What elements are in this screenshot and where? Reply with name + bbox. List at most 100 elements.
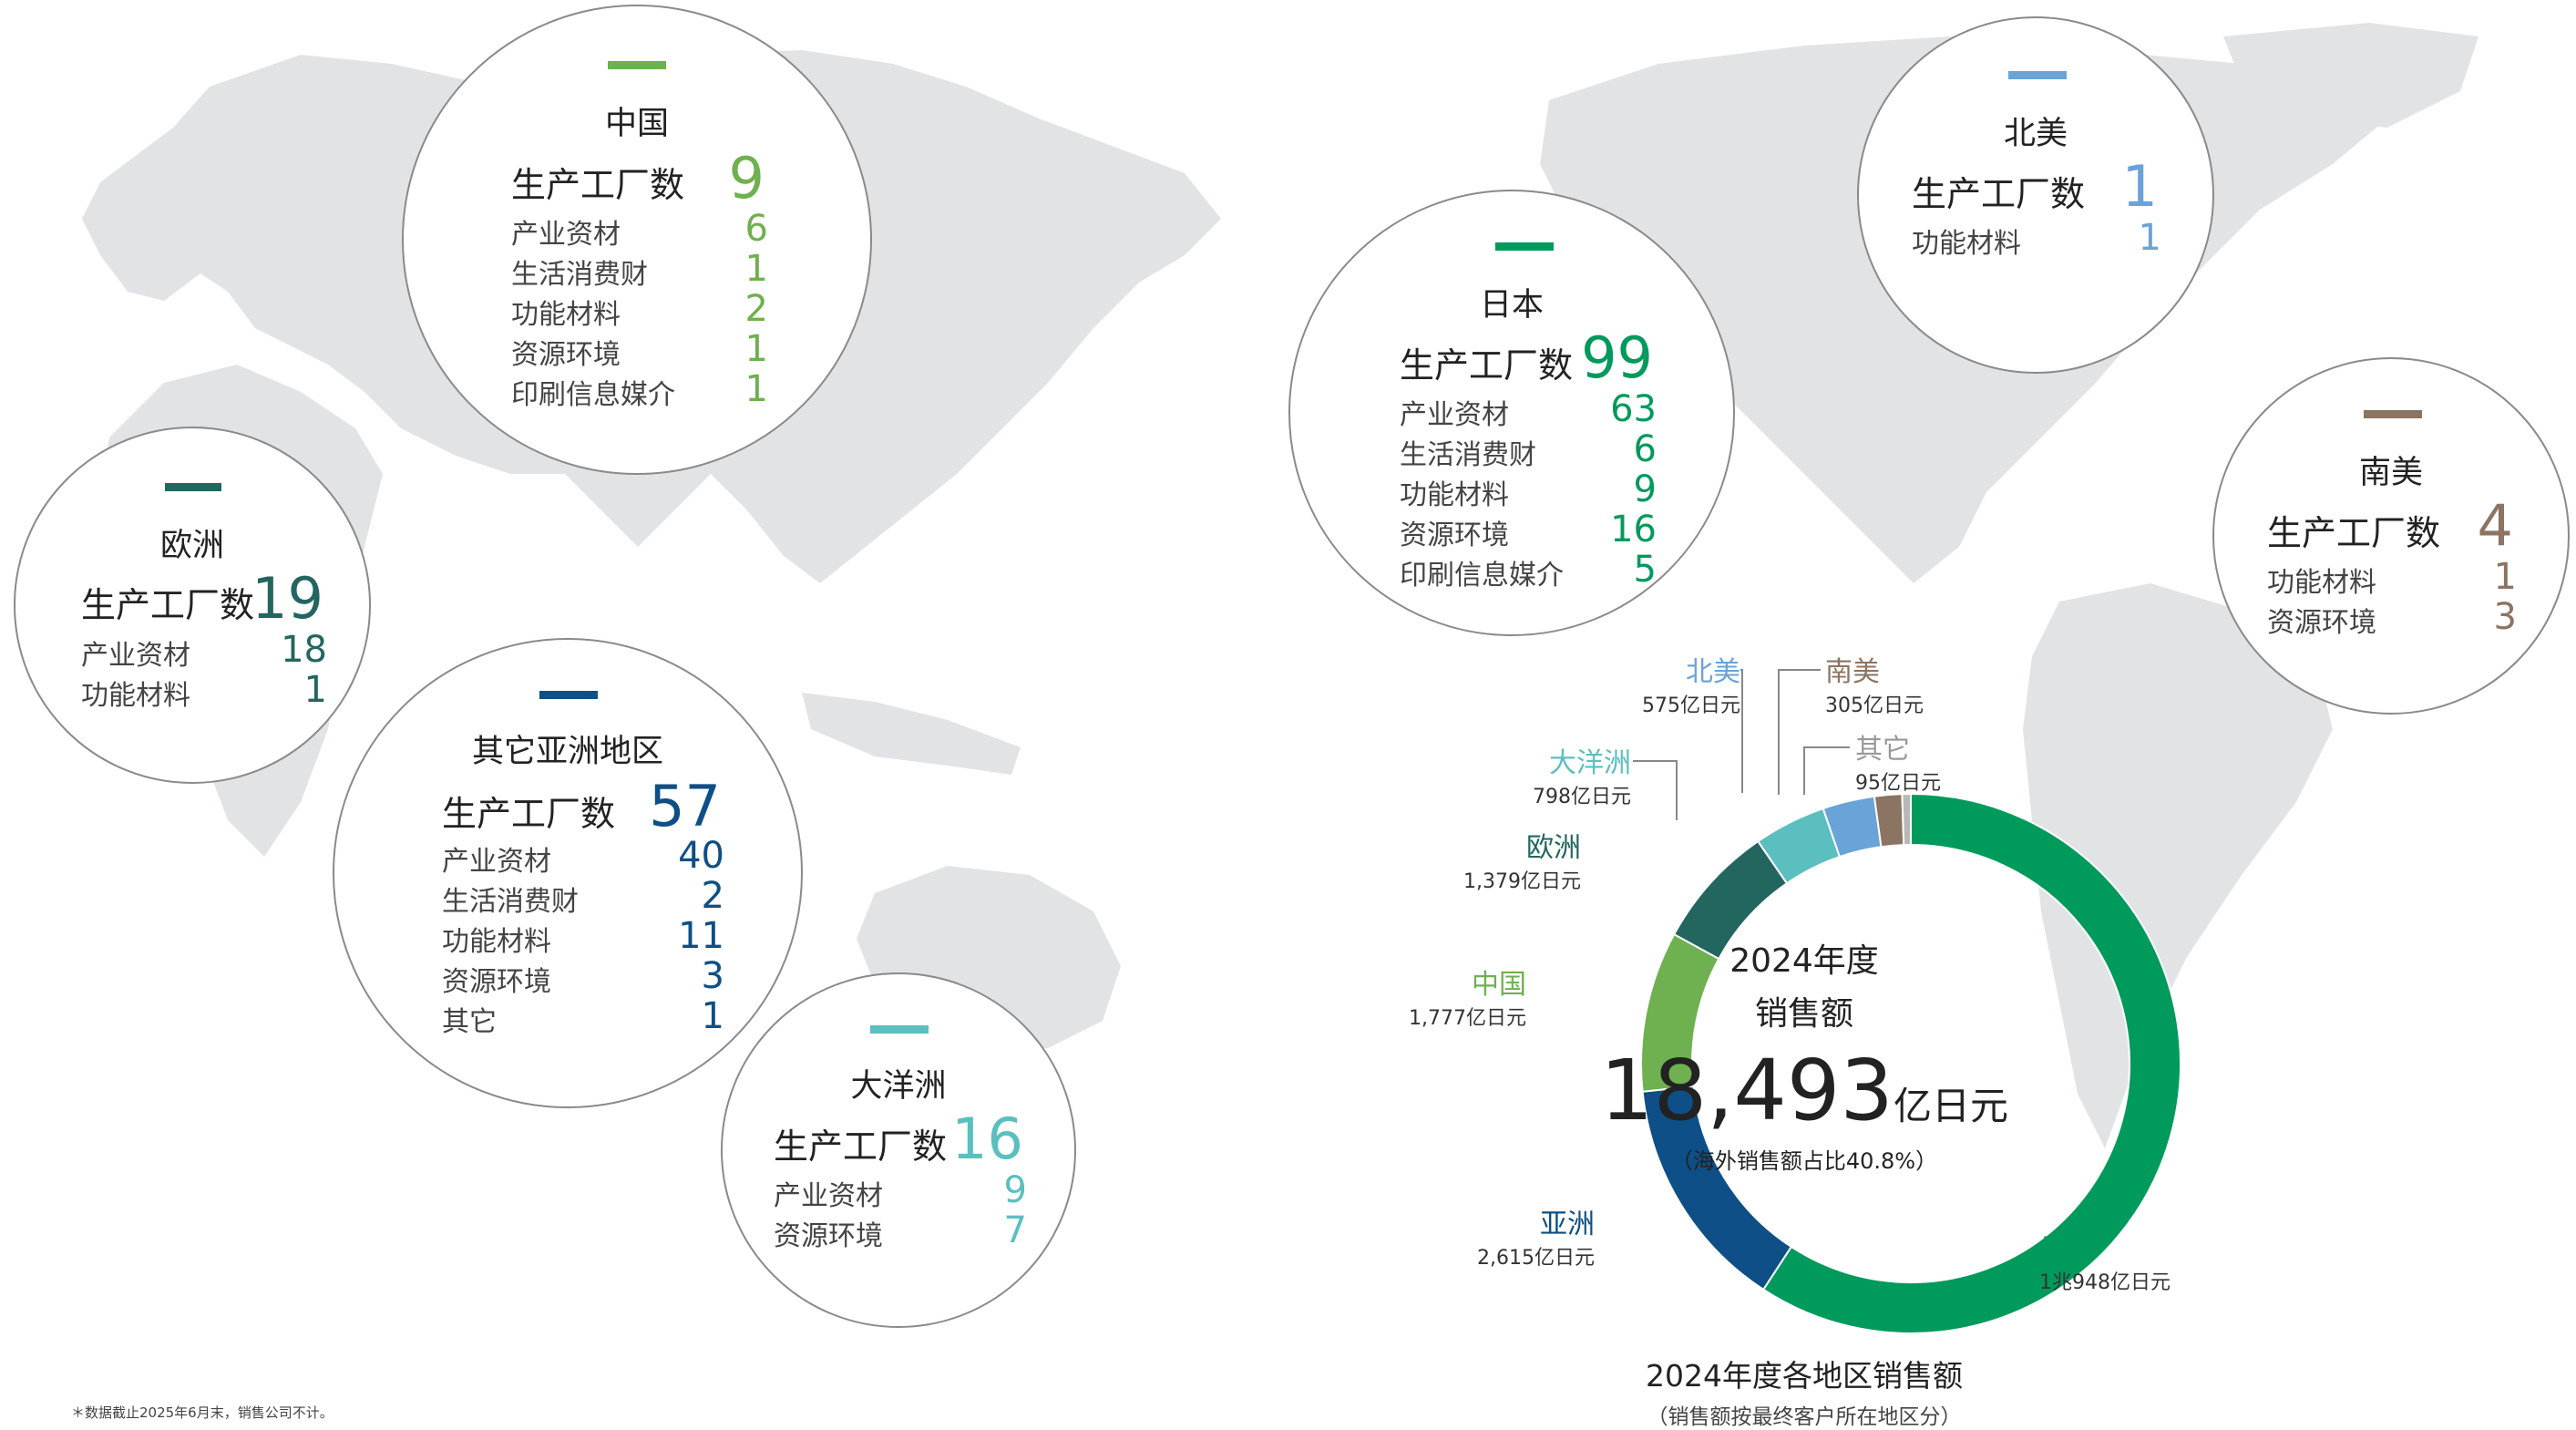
segment-value: 1 [744,248,768,290]
leader-line-south_america [1778,669,1821,795]
region-name: 中国 [604,106,669,142]
segment-name: 资源环境 [2267,607,2376,639]
factory-count-label: 生产工厂数 [442,794,616,834]
segment-value: 1 [744,328,768,370]
segment-value: 6 [744,208,768,250]
slice-label-japan: 日本 1兆948亿日元 [2039,1226,2171,1295]
factory-count-value: 57 [649,773,721,839]
segment-name: 生活消费财 [511,259,648,291]
region-name: 大洋洲 [850,1068,947,1105]
factory-count-label: 生产工厂数 [2267,513,2441,553]
slice-label-asia: 亚洲 2,615亿日元 [1458,1201,1595,1271]
slice-name: 大洋洲 [1549,747,1631,779]
factory-count-value: 9 [728,145,765,211]
segment-name: 资源环境 [511,339,621,371]
center-label: 销售额 [1754,995,1853,1033]
footnote: ＊数据截止2025年6月末，销售公司不计。 [71,1404,334,1421]
segment-name: 资源环境 [774,1220,883,1252]
segment-value: 3 [701,955,724,997]
leader-line-other [1803,746,1850,795]
slice-value: 95亿日元 [1855,772,1941,795]
factory-count-label: 生产工厂数 [81,585,255,625]
slice-value: 798亿日元 [1533,786,1631,808]
donut-center: 2024年度 销售额 18,493亿日元 （海外销售额占比40.8%） [1586,934,2023,1175]
segment-value: 1 [744,368,768,410]
chart-title-block: 2024年度各地区销售额 （销售额按最终客户所在地区分） [1549,1352,2059,1430]
segment-name: 生活消费财 [1400,439,1536,471]
segment-name: 功能材料 [2267,567,2376,599]
slice-label-china: 中国 1,777亿日元 [1403,962,1526,1031]
slice-value: 2,615亿日元 [1477,1247,1595,1270]
slice-value: 575亿日元 [1642,694,1740,717]
map-south-america [2023,583,2333,1148]
segment-name: 产业资材 [81,640,190,672]
segment-name: 印刷信息媒介 [511,379,675,411]
factory-count-label: 生产工厂数 [774,1127,948,1167]
segment-value: 63 [1610,388,1657,430]
region-name: 南美 [2358,455,2423,491]
center-year: 2024年度 [1729,942,1879,980]
map-indonesia [802,693,1021,775]
donut-slice-japan [1761,792,2181,1334]
segment-value: 6 [1633,428,1657,470]
factory-count-label: 生产工厂数 [1400,345,1574,386]
region-color-bar [165,483,221,491]
slice-label-south-america: 南美 305亿日元 [1825,649,1924,718]
segment-name: 功能材料 [511,299,621,331]
segment-value: 5 [1633,549,1657,591]
region-circle-north-america: 北美 生产工厂数 1 功能材料 1 [1857,16,2214,374]
leader-line-north_america [1740,669,1743,793]
segment-value: 18 [281,629,327,671]
segment-name: 资源环境 [442,966,551,998]
chart-title: 2024年度各地区销售额 [1646,1358,1963,1394]
chart-subtitle: （销售额按最终客户所在地区分） [1647,1405,1962,1429]
segment-name: 印刷信息媒介 [1400,560,1564,592]
segment-value: 2 [744,288,768,330]
segment-name: 生活消费财 [442,886,579,918]
region-color-bar [1495,242,1554,251]
center-total-unit: 亿日元 [1893,1084,2008,1128]
slice-name: 其它 [1855,734,1910,766]
segment-name: 其它 [442,1006,497,1038]
segment-name: 产业资材 [442,846,551,878]
factory-count-label: 生产工厂数 [1912,174,2086,214]
segment-value: 11 [678,915,724,957]
donut-slice-other [1901,792,1912,847]
factory-count-value: 1 [2121,153,2158,220]
center-overseas-note: （海外销售额占比40.8%） [1670,1148,1938,1174]
segment-name: 功能材料 [1912,228,2021,260]
segment-value: 2 [701,875,724,917]
segment-name: 资源环境 [1400,520,1509,551]
factory-count-value: 16 [951,1106,1023,1172]
segment-name: 产业资材 [1400,399,1509,431]
factory-count-value: 4 [2477,492,2513,559]
factory-count-label: 生产工厂数 [511,165,685,205]
factory-count-value: 19 [251,565,323,632]
region-name: 日本 [1479,287,1544,324]
slice-name: 中国 [1472,969,1526,1001]
segment-name: 功能材料 [442,926,551,958]
region-name: 其它亚洲地区 [471,734,663,770]
slice-name: 北美 [1686,656,1740,688]
map-greenland [2223,23,2479,128]
segment-value: 1 [2138,217,2161,259]
segment-value: 1 [303,669,327,711]
slice-name: 日本 [2039,1233,2094,1265]
region-color-bar [608,61,666,69]
segment-value: 1 [701,995,724,1037]
segment-value: 3 [2493,596,2517,638]
region-color-bar [870,1025,929,1034]
region-name: 北美 [2003,116,2068,152]
leader-line-oceania [1633,760,1678,820]
region-color-bar [2364,410,2422,418]
center-total-line: 18,493亿日元 [1586,1042,2023,1139]
slice-value: 1,379亿日元 [1463,870,1581,893]
segment-value: 9 [1003,1169,1027,1211]
